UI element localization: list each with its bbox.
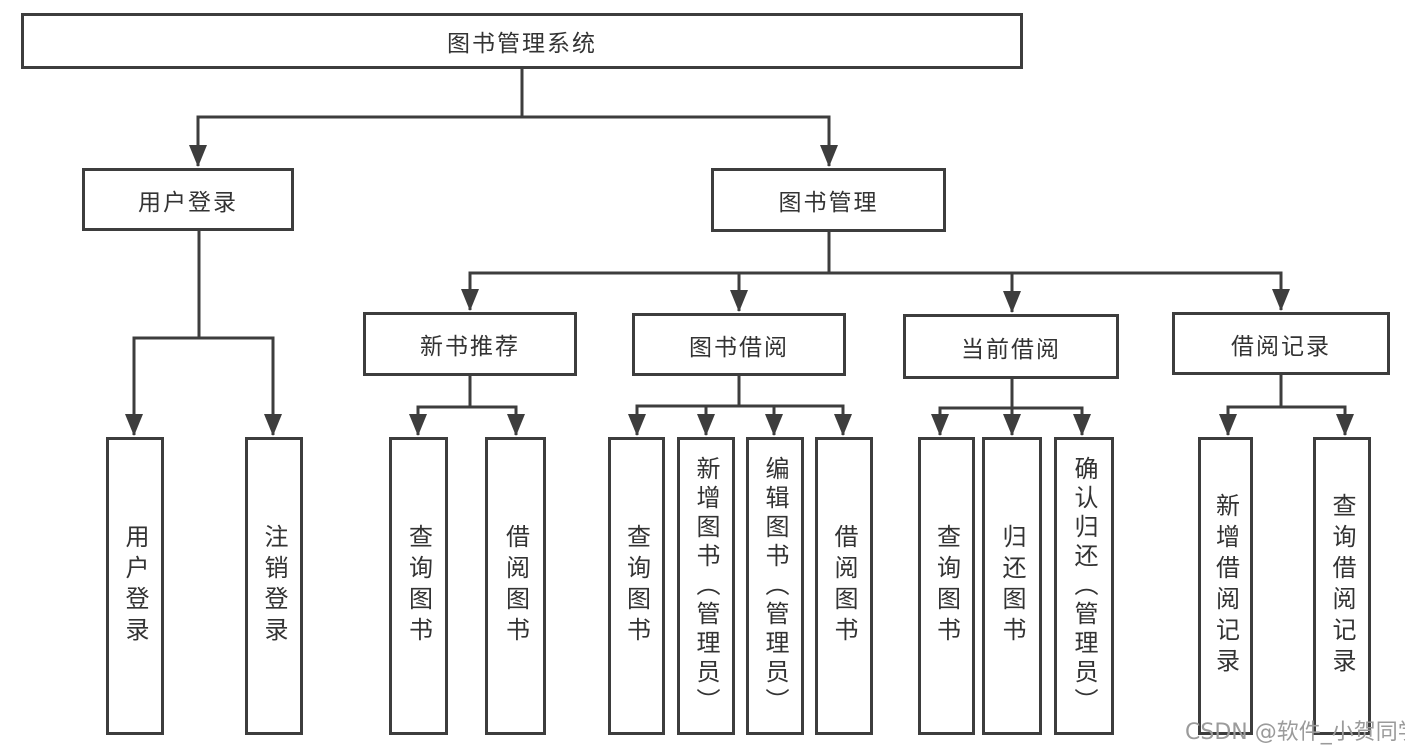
node-book-management: 图书管理 — [711, 168, 946, 232]
leaf-confirm-return-admin: 确认归还（管理员） — [1054, 437, 1114, 735]
csdn-watermark: CSDN @软件_小贺同学 — [1185, 720, 1405, 745]
edge-bookborrow-to-leaves — [628, 376, 852, 436]
edge-bookmgmt-to-level3 — [461, 232, 1290, 313]
node-book-borrow: 图书借阅 — [632, 313, 846, 376]
edge-root-to-level2 — [189, 69, 838, 167]
node-current-borrow: 当前借阅 — [903, 314, 1119, 379]
leaf-borrow-borrow-book: 借阅图书 — [815, 437, 873, 735]
node-new-book-recommend: 新书推荐 — [363, 312, 577, 376]
leaf-current-query-book: 查询图书 — [918, 437, 975, 735]
leaf-query-borrow-record-label: 查询借阅记录 — [1328, 493, 1356, 679]
leaf-confirm-return-admin-label: 确认归还（管理员） — [1070, 455, 1098, 717]
leaf-user-login: 用户登录 — [106, 437, 164, 735]
leaf-recommend-borrow-book: 借阅图书 — [485, 437, 546, 735]
leaf-logout: 注销登录 — [245, 437, 303, 735]
leaf-return-book: 归还图书 — [982, 437, 1042, 735]
node-borrow-record-label: 借阅记录 — [1231, 333, 1331, 360]
leaf-add-book-admin-label: 新增图书（管理员） — [692, 455, 720, 717]
node-current-borrow-label: 当前借阅 — [961, 336, 1061, 363]
node-new-book-recommend-label: 新书推荐 — [420, 334, 520, 360]
leaf-recommend-query-book-label: 查询图书 — [404, 524, 433, 648]
node-book-borrow-label: 图书借阅 — [689, 334, 789, 361]
leaf-user-login-label: 用户登录 — [121, 524, 149, 648]
node-root-system: 图书管理系统 — [21, 13, 1023, 69]
leaf-borrow-query-book-label: 查询图书 — [622, 524, 651, 648]
leaf-recommend-borrow-book-label: 借阅图书 — [501, 524, 530, 648]
leaf-borrow-query-book: 查询图书 — [608, 437, 665, 735]
edge-newbookrec-to-leaves — [409, 376, 525, 436]
edge-userlogin-to-leaves — [125, 231, 282, 436]
leaf-add-borrow-record-label: 新增借阅记录 — [1211, 493, 1240, 679]
node-book-management-label: 图书管理 — [778, 190, 879, 216]
edge-borrowrecord-to-leaves — [1219, 375, 1354, 436]
leaf-recommend-query-book: 查询图书 — [389, 437, 448, 735]
leaf-add-book-admin: 新增图书（管理员） — [677, 437, 735, 735]
leaf-query-borrow-record: 查询借阅记录 — [1313, 437, 1371, 735]
leaf-add-borrow-record: 新增借阅记录 — [1198, 437, 1253, 735]
leaf-current-query-book-label: 查询图书 — [932, 524, 961, 648]
leaf-return-book-label: 归还图书 — [998, 524, 1026, 648]
edge-currentborrow-to-leaves — [931, 379, 1091, 436]
leaf-logout-label: 注销登录 — [260, 524, 288, 648]
node-user-login-label: 用户登录 — [138, 189, 238, 216]
node-root-system-label: 图书管理系统 — [447, 31, 597, 57]
node-borrow-record: 借阅记录 — [1172, 312, 1390, 375]
node-user-login: 用户登录 — [82, 168, 294, 231]
leaf-edit-book-admin: 编辑图书（管理员） — [746, 437, 804, 735]
leaf-borrow-borrow-book-label: 借阅图书 — [830, 524, 858, 648]
leaf-edit-book-admin-label: 编辑图书（管理员） — [761, 455, 789, 717]
